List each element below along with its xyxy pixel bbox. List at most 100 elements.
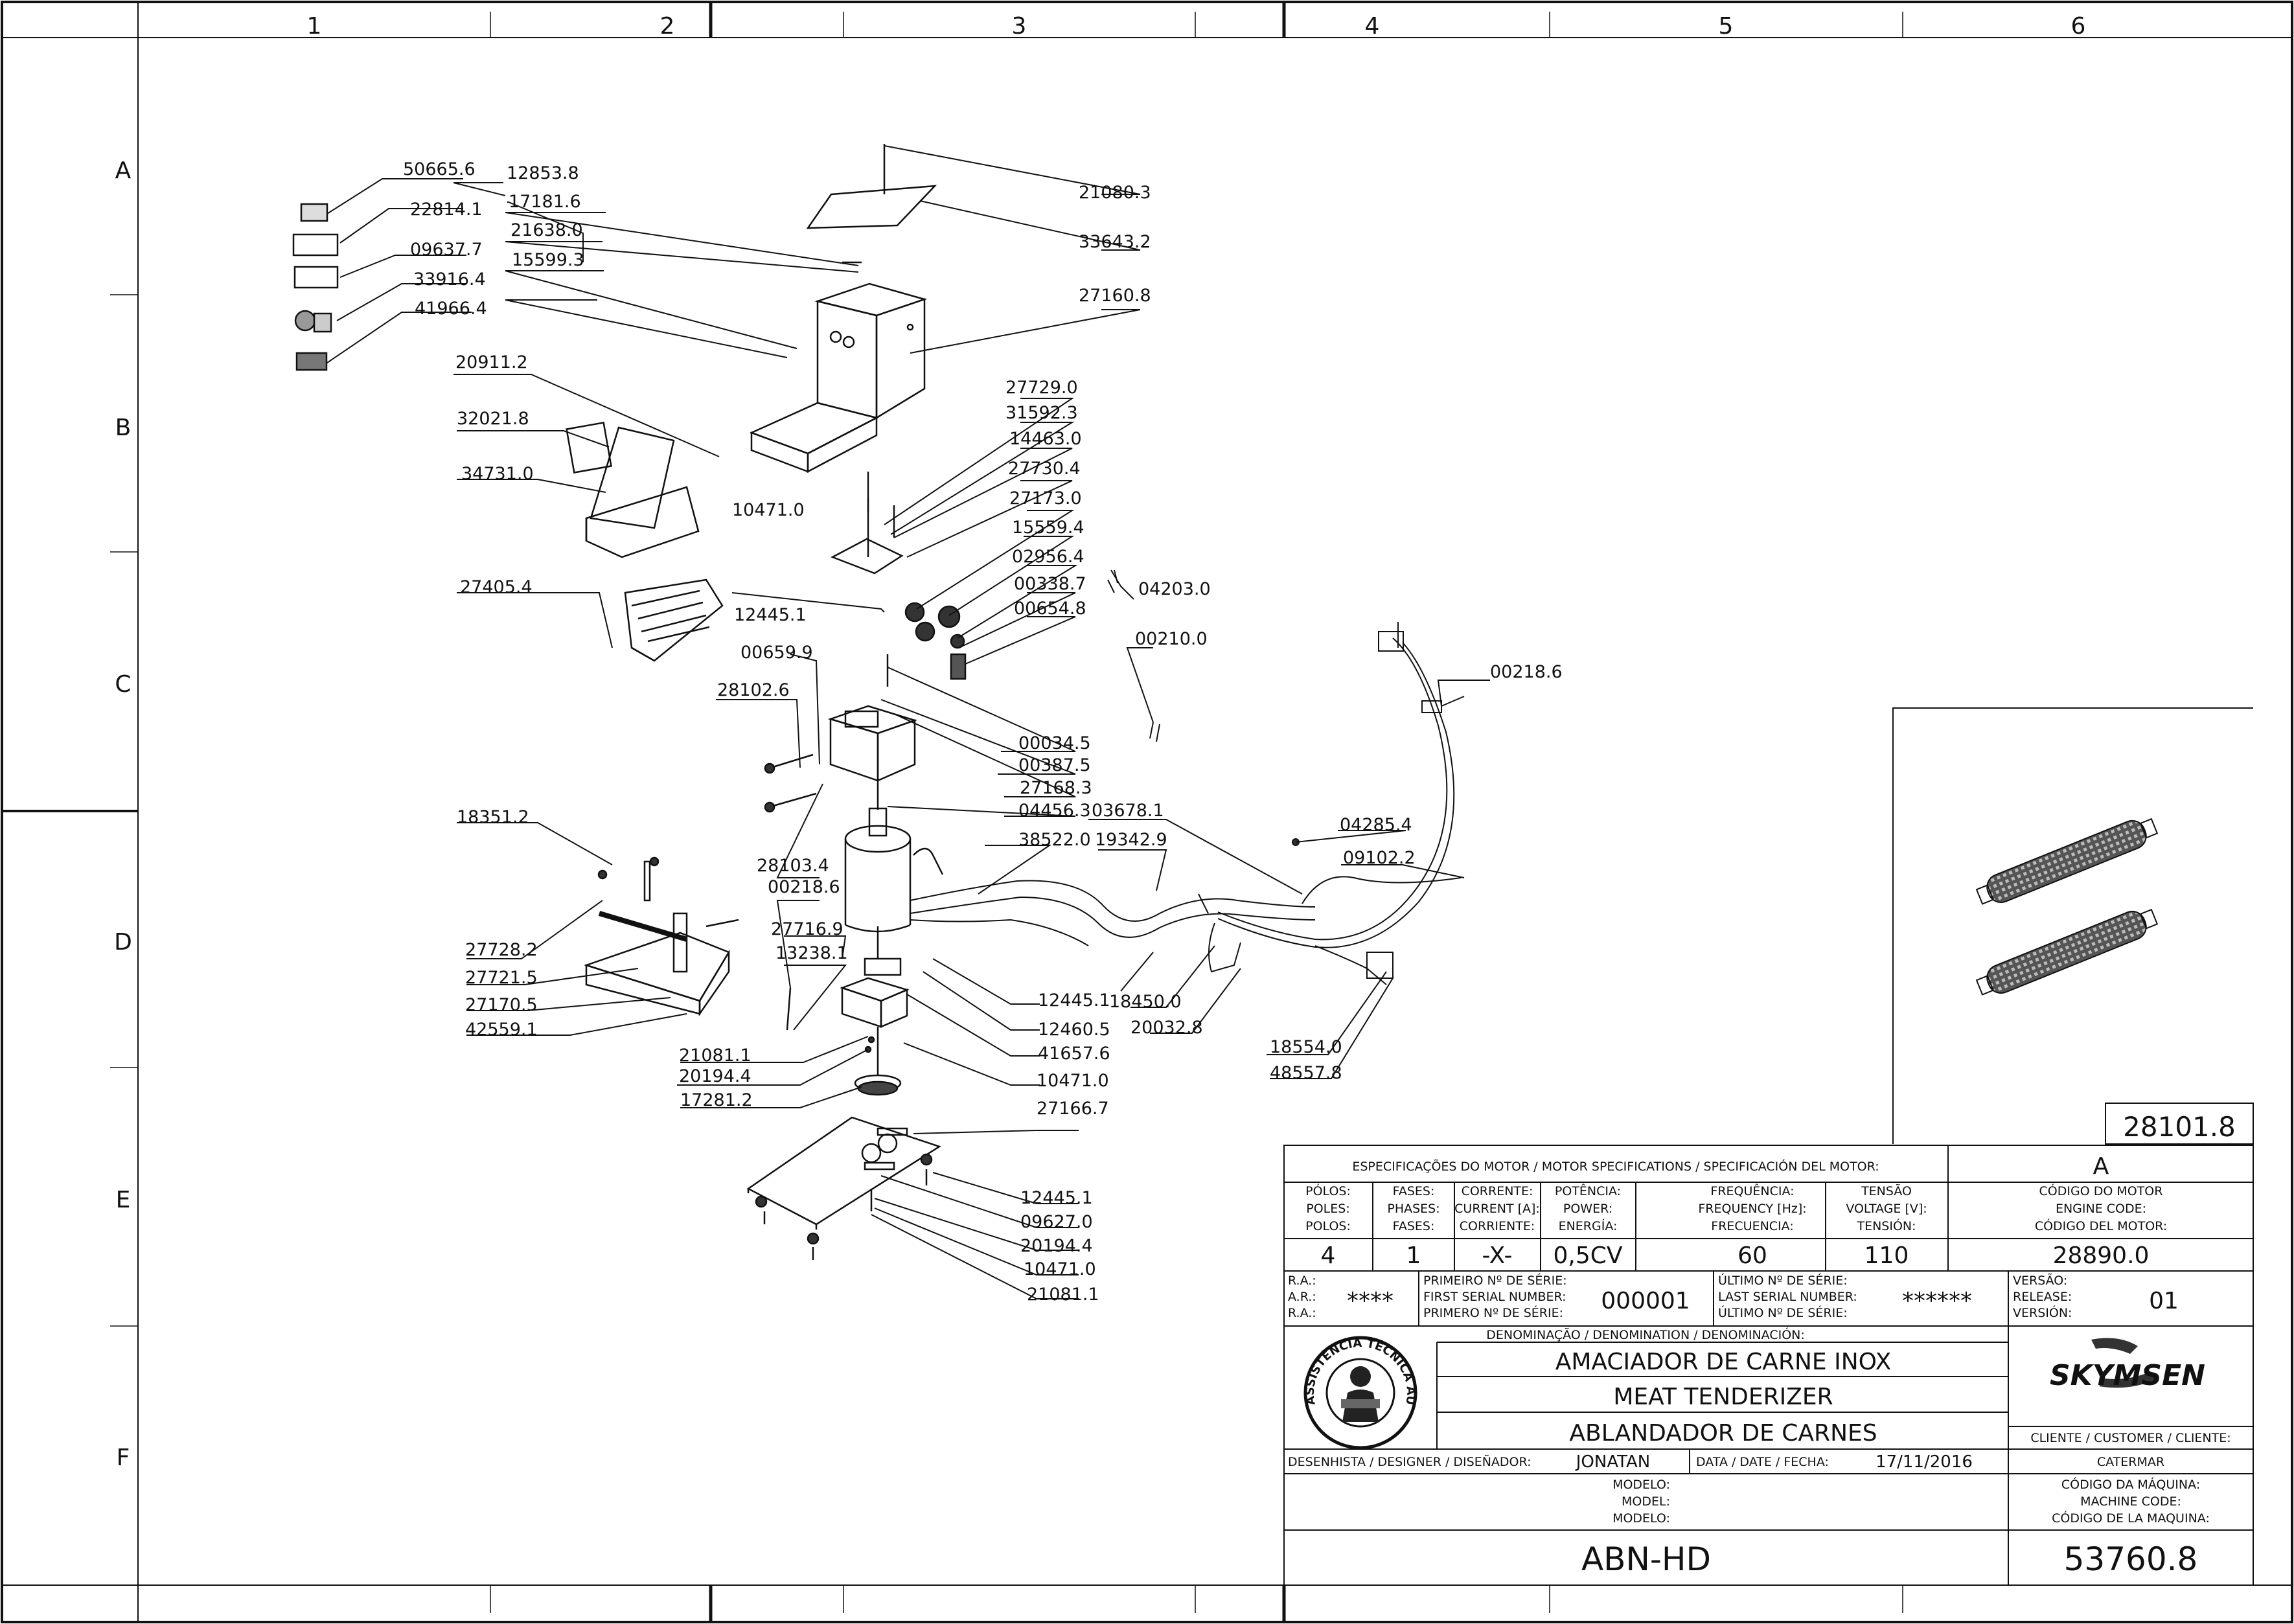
svg-text:28890.0: 28890.0 bbox=[2053, 1242, 2150, 1269]
callout-label: 17281.2 bbox=[680, 1090, 753, 1110]
svg-text:1: 1 bbox=[1406, 1242, 1421, 1269]
callout-label: 09102.2 bbox=[1343, 848, 1416, 868]
svg-text:FIRST SERIAL NUMBER:: FIRST SERIAL NUMBER: bbox=[1423, 1290, 1566, 1304]
callout-label: 20032.8 bbox=[1130, 1018, 1203, 1038]
callout-label: 33643.2 bbox=[1079, 232, 1151, 252]
brand-logo-text: SKYMSEN bbox=[2050, 1359, 2205, 1392]
callout-label: 18351.2 bbox=[457, 807, 529, 827]
svg-text:ASSISTÊNCIA TÉCNICA AUTORIZADA: ASSISTÊNCIA TÉCNICA AUTORIZADA bbox=[0, 0, 1417, 1406]
svg-text:R.A.:: R.A.: bbox=[1288, 1274, 1316, 1288]
roller-bottom bbox=[1975, 908, 2159, 996]
motor-spec-phases: FASES: PHASES: FASES: 1 bbox=[1387, 1184, 1439, 1269]
svg-text:A.R.:: A.R.: bbox=[1288, 1290, 1316, 1304]
callout-label: 21638.0 bbox=[510, 220, 583, 240]
svg-text:CÓDIGO DEL MOTOR:: CÓDIGO DEL MOTOR: bbox=[2035, 1218, 2167, 1233]
svg-text:4: 4 bbox=[1321, 1242, 1336, 1269]
callout-label: 20911.2 bbox=[455, 352, 528, 372]
svg-text:VERSIÓN:: VERSIÓN: bbox=[2013, 1305, 2072, 1320]
callout-label: 27173.0 bbox=[1009, 488, 1082, 509]
seal-text: ASSISTÊNCIA TÉCNICA AUTORIZADA bbox=[0, 0, 1417, 1406]
gears bbox=[886, 602, 967, 687]
zone-row-f: F bbox=[117, 1445, 130, 1471]
callout-label: 10471.0 bbox=[1024, 1259, 1096, 1279]
zone-row-d: D bbox=[114, 929, 132, 955]
callout-label: 27729.0 bbox=[1005, 378, 1078, 398]
motor bbox=[840, 807, 944, 1028]
zone-column-2: 2 bbox=[660, 13, 675, 40]
svg-text:******: ****** bbox=[1902, 1288, 1972, 1314]
callout-label: 15559.4 bbox=[1012, 518, 1084, 538]
svg-text:POWER:: POWER: bbox=[1563, 1202, 1612, 1216]
callout-label: 20194.4 bbox=[1020, 1236, 1093, 1256]
callout-label: 12445.1 bbox=[1038, 990, 1110, 1011]
callout-label: 42559.1 bbox=[465, 1020, 538, 1040]
callout-label: 18450.0 bbox=[1109, 992, 1182, 1012]
last-serial-field: ÚLTIMO Nº DE SÉRIE: LAST SERIAL NUMBER: … bbox=[1718, 1272, 1972, 1320]
product-name-pt: AMACIADOR DE CARNE INOX bbox=[1555, 1349, 1892, 1375]
bottom-plate bbox=[746, 1116, 941, 1260]
zone-row-b: B bbox=[115, 415, 132, 441]
lower-parts bbox=[786, 987, 902, 1096]
zone-column-4: 4 bbox=[1365, 13, 1380, 40]
callout-label: 00218.6 bbox=[768, 877, 840, 897]
ra-field: R.A.: A.R.: R.A.: **** bbox=[1288, 1274, 1394, 1320]
model-label-pt: MODELO: bbox=[1612, 1478, 1670, 1492]
zone-column-1: 1 bbox=[307, 13, 322, 40]
callout-label: 02956.4 bbox=[1012, 547, 1084, 567]
motor-spec-poles: PÓLOS: POLES: POLOS: 4 bbox=[1305, 1183, 1351, 1269]
callout-label: 00338.7 bbox=[1014, 574, 1086, 594]
callout-label: 14463.0 bbox=[1009, 429, 1082, 449]
designer-label: DESENHISTA / DESIGNER / DISEÑADOR: bbox=[1288, 1454, 1531, 1469]
svg-text:PRIMERO Nº DE SÉRIE:: PRIMERO Nº DE SÉRIE: bbox=[1423, 1305, 1563, 1320]
svg-text:01: 01 bbox=[2149, 1288, 2179, 1314]
exploded-view bbox=[292, 144, 1465, 1260]
callout-label: 21080.3 bbox=[1079, 183, 1151, 203]
model-label-en: MODEL: bbox=[1622, 1494, 1670, 1509]
motor-spec-frequency: FREQUÊNCIA: FREQUENCY [Hz]: FRECUENCIA: … bbox=[1698, 1184, 1806, 1269]
client-label: CLIENTE / CUSTOMER / CLIENTE: bbox=[2030, 1431, 2231, 1445]
gearbox-block bbox=[764, 705, 918, 813]
callout-label: 27166.7 bbox=[1037, 1099, 1109, 1119]
callout-label: 00034.5 bbox=[1018, 733, 1091, 753]
svg-text:000001: 000001 bbox=[1601, 1288, 1690, 1314]
zone-row-e: E bbox=[116, 1187, 131, 1213]
machine-code-label-en: MACHINE CODE: bbox=[2080, 1494, 2181, 1509]
callout-label: 41966.4 bbox=[415, 299, 487, 319]
svg-text:POLOS:: POLOS: bbox=[1305, 1219, 1351, 1233]
svg-text:ENERGÍA:: ENERGÍA: bbox=[1559, 1218, 1618, 1233]
callout-label: 27716.9 bbox=[771, 919, 843, 939]
callout-label: 27721.5 bbox=[465, 968, 538, 988]
model-value: ABN-HD bbox=[1581, 1540, 1711, 1578]
callout-label: 34731.0 bbox=[461, 464, 534, 484]
callout-label: 22814.1 bbox=[410, 200, 483, 220]
callout-label: 33916.4 bbox=[413, 269, 486, 290]
motor-spec-current: CORRENTE: CURRENT [A]: CORRIENTE: -X- bbox=[1454, 1184, 1540, 1269]
revision-letter: A bbox=[2093, 1153, 2109, 1180]
svg-text:LAST SERIAL NUMBER:: LAST SERIAL NUMBER: bbox=[1718, 1290, 1857, 1304]
zone-row-c: C bbox=[115, 671, 131, 698]
roller-top bbox=[1975, 818, 2159, 905]
callout-label: 17181.6 bbox=[509, 192, 581, 212]
callout-label: 03678.1 bbox=[1092, 801, 1164, 821]
engine-code: CÓDIGO DO MOTOR ENGINE CODE: CÓDIGO DEL … bbox=[2035, 1183, 2167, 1269]
skymsen-logo: SKYMSEN bbox=[2050, 1338, 2205, 1392]
svg-text:ÚLTIMO Nº DE SÉRIE:: ÚLTIMO Nº DE SÉRIE: bbox=[1718, 1305, 1848, 1320]
part-callouts: 50665.6 22814.1 09637.7 33916.4 41966.4 … bbox=[403, 159, 1563, 1305]
zone-column-6: 6 bbox=[2071, 13, 2086, 40]
svg-text:PÓLOS:: PÓLOS: bbox=[1305, 1183, 1351, 1198]
zone-row-a: A bbox=[115, 157, 132, 184]
svg-text:RELEASE:: RELEASE: bbox=[2013, 1290, 2072, 1304]
callout-label: 00387.5 bbox=[1018, 755, 1091, 775]
svg-text:POTÊNCIA:: POTÊNCIA: bbox=[1555, 1184, 1621, 1198]
callout-label: 20194.4 bbox=[679, 1066, 751, 1086]
svg-text:110: 110 bbox=[1864, 1242, 1909, 1269]
svg-text:FRECUENCIA:: FRECUENCIA: bbox=[1711, 1219, 1793, 1233]
sticker-group bbox=[292, 203, 339, 371]
svg-text:PRIMEIRO Nº DE SÉRIE:: PRIMEIRO Nº DE SÉRIE: bbox=[1423, 1273, 1567, 1288]
svg-text:-X-: -X- bbox=[1482, 1242, 1512, 1269]
callout-label: 27405.4 bbox=[460, 577, 533, 597]
svg-text:FASES:: FASES: bbox=[1393, 1219, 1435, 1233]
callout-label: 10471.0 bbox=[732, 500, 805, 520]
product-name-en: MEAT TENDERIZER bbox=[1613, 1384, 1833, 1410]
